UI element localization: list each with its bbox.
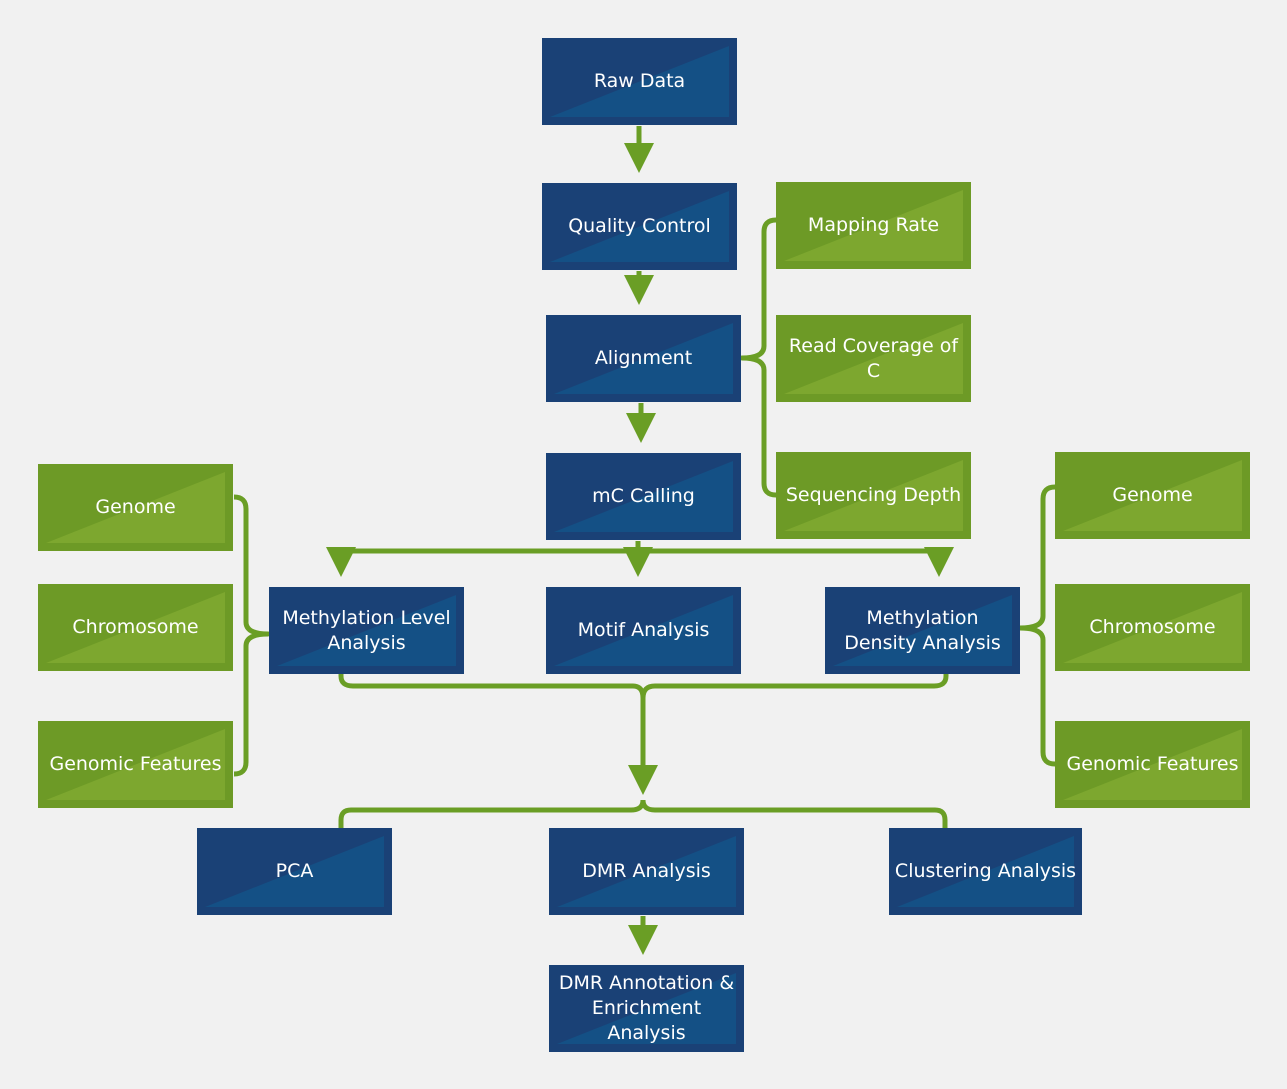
node-mapping-rate-label: Mapping Rate — [807, 214, 940, 236]
node-left-genome: Genome — [38, 464, 233, 551]
node-right-genome: Genome — [1055, 452, 1250, 539]
node-sequencing-depth-label: Sequencing Depth — [785, 484, 962, 506]
node-left-genome-label: Genome — [95, 496, 176, 518]
node-quality-control-label: Quality Control — [568, 215, 711, 237]
node-alignment-label: Alignment — [594, 347, 693, 369]
node-sequencing-depth: Sequencing Depth — [776, 452, 971, 539]
node-methylation-level-label: Methylation Level Analysis — [282, 606, 451, 654]
node-raw-data: Raw Data — [542, 38, 737, 125]
node-dmr-analysis: DMR Analysis — [549, 828, 744, 915]
node-quality-control: Quality Control — [542, 183, 737, 270]
node-raw-data-label: Raw Data — [593, 70, 686, 92]
bracket-right-features — [1017, 484, 1056, 767]
node-right-genome-label: Genome — [1112, 484, 1193, 506]
node-left-genomic-features: Genomic Features — [38, 721, 233, 808]
node-methylation-density-label: Methylation Density Analysis — [844, 606, 1001, 654]
connector-mc-fanout — [341, 541, 939, 554]
node-clustering-analysis: Clustering Analysis — [889, 828, 1082, 915]
node-right-genomic-features-label: Genomic Features — [1066, 753, 1239, 775]
node-methylation-level: Methylation Level Analysis — [269, 587, 464, 674]
node-right-chromosome-label: Chromosome — [1089, 616, 1216, 638]
node-read-coverage-label: Read Coverage of C — [788, 334, 959, 382]
node-left-chromosome: Chromosome — [38, 584, 233, 671]
node-mc-calling: mC Calling — [546, 453, 741, 540]
node-dmr-annotation-label: DMR Annotation & Enrichment Analysis — [558, 972, 735, 1044]
node-methylation-density: Methylation Density Analysis — [825, 587, 1020, 674]
node-pca: PCA — [197, 828, 392, 915]
bracket-alignment-metrics — [739, 217, 777, 498]
node-left-genomic-features-label: Genomic Features — [49, 753, 222, 775]
node-motif-analysis-label: Motif Analysis — [577, 619, 710, 641]
bracket-left-features — [233, 494, 271, 777]
node-alignment: Alignment — [546, 315, 741, 402]
connector-merge-analyses — [338, 673, 949, 699]
node-read-coverage: Read Coverage of C — [776, 315, 971, 402]
node-dmr-annotation: DMR Annotation & Enrichment Analysis — [549, 965, 744, 1052]
node-clustering-analysis-label: Clustering Analysis — [894, 860, 1077, 882]
node-mapping-rate: Mapping Rate — [776, 182, 971, 269]
node-mc-calling-label: mC Calling — [592, 485, 695, 507]
node-dmr-analysis-label: DMR Analysis — [582, 860, 711, 882]
node-motif-analysis: Motif Analysis — [546, 587, 741, 674]
node-right-chromosome: Chromosome — [1055, 584, 1250, 671]
node-pca-label: PCA — [275, 860, 314, 882]
node-right-genomic-features: Genomic Features — [1055, 721, 1250, 808]
connector-split-bottom — [338, 799, 948, 828]
node-left-chromosome-label: Chromosome — [72, 616, 199, 638]
